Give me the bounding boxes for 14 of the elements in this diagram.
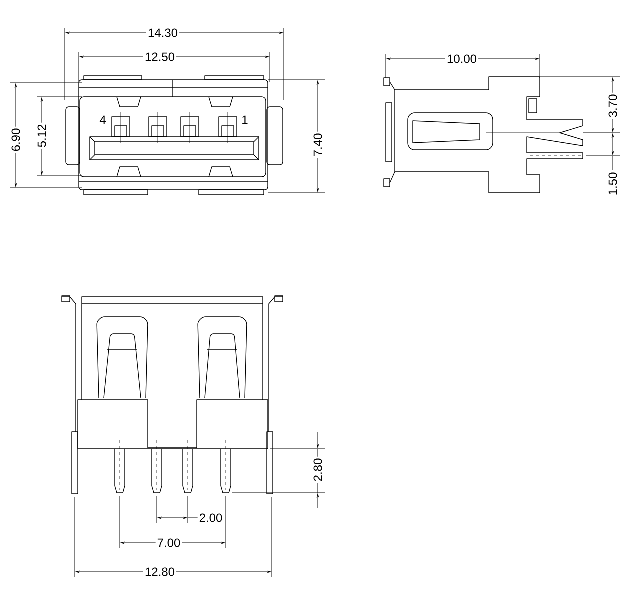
dimension-label: 14.30: [146, 27, 180, 39]
dimension-label: 12.80: [143, 566, 177, 578]
dimension-label: 10.00: [446, 53, 479, 65]
pin-number: 4: [98, 114, 108, 126]
dimension-label: 6.90: [10, 126, 22, 154]
dimension-label: 3.70: [607, 92, 619, 120]
dimension-label: 12.50: [143, 51, 177, 63]
dimension-label: 1.50: [607, 170, 619, 198]
pin-number: 1: [240, 114, 250, 126]
dimension-label: 2.00: [198, 512, 224, 524]
dimension-label: 7.40: [312, 132, 324, 158]
dimension-label: 2.80: [312, 456, 324, 484]
dimension-label: 7.00: [156, 537, 182, 549]
dimension-label: 5.12: [36, 122, 48, 150]
